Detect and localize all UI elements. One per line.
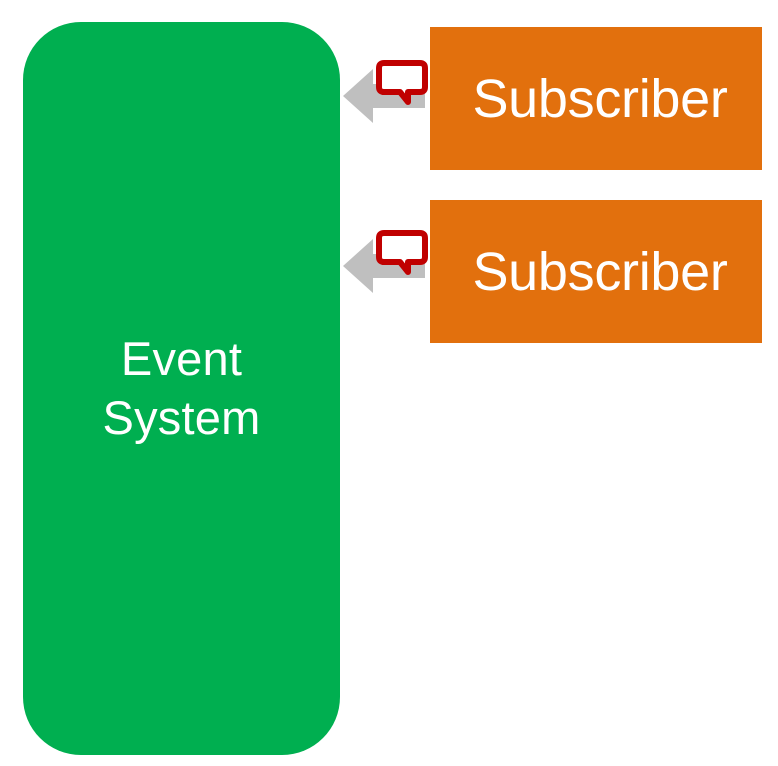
connector-subscriber-1-to-event-system — [340, 57, 428, 135]
subscriber-1-label: Subscriber — [472, 68, 728, 129]
node-subscriber-2[interactable]: Subscriber — [430, 200, 762, 343]
message-bubble-icon — [376, 60, 428, 105]
node-event-system[interactable]: Event System — [23, 22, 340, 755]
connector-subscriber-2-to-event-system — [340, 227, 428, 305]
message-bubble-icon — [376, 230, 428, 275]
left-arrow-icon — [343, 69, 425, 123]
left-arrow-icon — [343, 239, 425, 293]
event-system-label-line-2: System — [102, 390, 261, 444]
event-system-label-line-1: Event — [120, 332, 243, 386]
node-subscriber-1[interactable]: Subscriber — [430, 27, 762, 170]
subscriber-2-label: Subscriber — [472, 241, 728, 302]
